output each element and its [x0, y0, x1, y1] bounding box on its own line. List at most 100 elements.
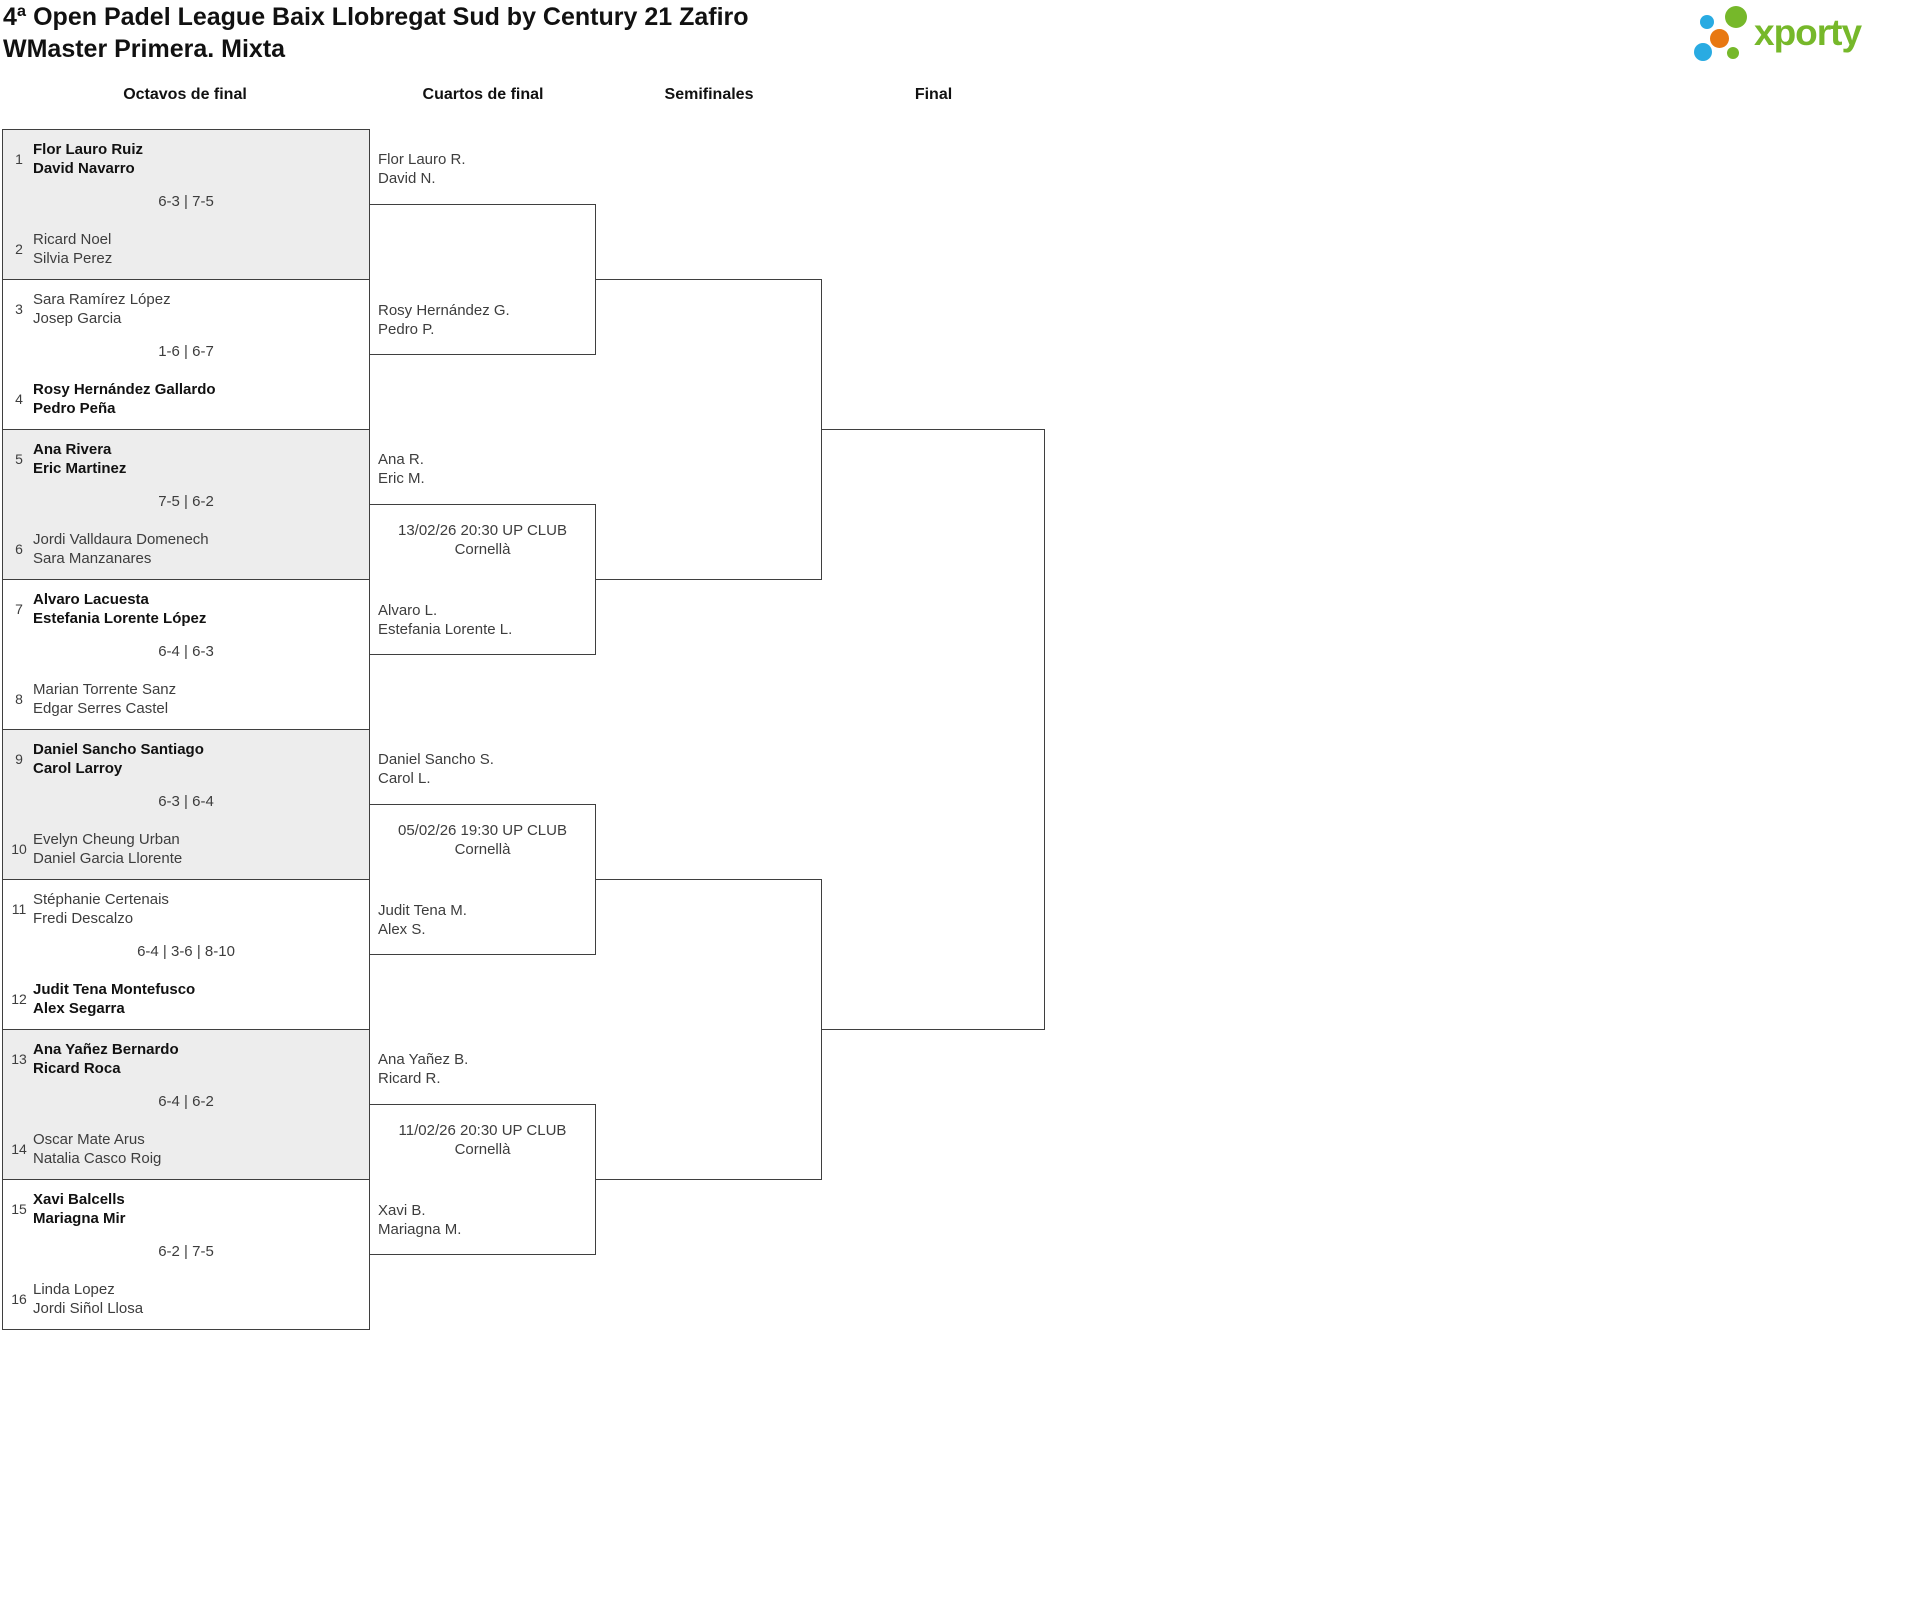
player-2-name: Natalia Casco Roig	[33, 1150, 162, 1167]
player-1-name: Daniel Sancho S.	[378, 751, 494, 768]
logo-dot-green-large	[1725, 6, 1747, 28]
match-score: 6-3 | 7-5	[158, 193, 214, 210]
xporty-logo[interactable]: xporty	[1690, 0, 1915, 70]
seed-number: 15	[11, 1201, 27, 1217]
cuartos-team-top: Ana Yañez B.Ricard R.	[378, 1050, 468, 1088]
player-2-name: David Navarro	[33, 160, 135, 177]
round-header-final: Final	[914, 86, 953, 103]
seed-number: 8	[15, 691, 23, 707]
logo-dot-blue-large	[1694, 43, 1712, 61]
seed-number: 2	[15, 241, 23, 257]
player-1-name: Alvaro Lacuesta	[33, 591, 149, 608]
player-1-name: Xavi B.	[378, 1202, 426, 1219]
player-2-name: Fredi Descalzo	[33, 910, 134, 927]
player-2-name: Ricard R.	[378, 1070, 441, 1087]
match-score: 7-5 | 6-2	[158, 493, 214, 510]
cuartos-team-top: Daniel Sancho S. Carol L.	[378, 750, 494, 788]
logo-wordmark: xporty	[1754, 12, 1862, 53]
cuartos-team-bottom: Xavi B.Mariagna M.	[378, 1201, 461, 1239]
seed-number: 16	[11, 1291, 27, 1307]
player-1-name: Xavi Balcells	[33, 1191, 125, 1208]
logo-dot-orange	[1710, 29, 1729, 48]
player-1-name: Oscar Mate Arus	[33, 1131, 145, 1148]
player-1-name: Jordi Valldaura Domenech	[33, 531, 209, 548]
player-1-name: Ricard Noel	[33, 231, 112, 248]
player-1-name: Ana R.	[378, 451, 424, 468]
player-1-name: Flor Lauro R.	[378, 151, 466, 168]
schedule-datetime-venue: 11/02/26 20:30 UP CLUB	[398, 1122, 567, 1139]
cuartos-team-top: Flor Lauro R.David N.	[378, 150, 466, 188]
player-1-name: Flor Lauro Ruiz	[33, 141, 143, 158]
schedule-city: Cornellà	[454, 541, 511, 558]
seed-number: 9	[15, 751, 23, 767]
cuartos-team-bottom: Judit Tena M.Alex S.	[378, 901, 467, 939]
player-2-name: Sara Manzanares	[33, 550, 152, 567]
page-title: 4ª Open Padel League Baix Llobregat Sud …	[3, 3, 749, 31]
player-2-name: Eric M.	[378, 470, 425, 487]
player-2-name: Pedro P.	[378, 321, 435, 338]
player-2-name: Mariagna Mir	[33, 1210, 126, 1227]
player-2-name: Daniel Garcia Llorente	[33, 850, 183, 867]
cuartos-team-bottom: Alvaro L.Estefania Lorente L.	[378, 601, 512, 639]
player-1-name: Sara Ramírez López	[33, 291, 171, 308]
logo-dot-blue-small	[1700, 15, 1714, 29]
player-2-name: Pedro Peña	[33, 400, 116, 417]
player-2-name: Carol L.	[378, 770, 431, 787]
page-subtitle: WMaster Primera. Mixta	[3, 35, 286, 63]
schedule-datetime-venue: 05/02/26 19:30 UP CLUB	[397, 822, 567, 839]
cuartos-team-top: Ana R. Eric M.	[378, 450, 425, 488]
player-2-name: Carol Larroy	[33, 760, 123, 777]
player-2-name: Jordi Siñol Llosa	[33, 1300, 144, 1317]
final-connector	[821, 429, 1045, 1030]
seed-number: 7	[15, 601, 23, 617]
player-1-name: Ana Rivera	[33, 441, 112, 458]
round-header-semifinales: Semifinales	[664, 86, 754, 103]
round-header-cuartos: Cuartos de final	[422, 86, 544, 103]
round-header-octavos: Octavos de final	[123, 86, 247, 103]
seed-number: 1	[15, 151, 23, 167]
player-2-name: Estefania Lorente López	[33, 610, 207, 627]
player-2-name: Alex Segarra	[33, 1000, 125, 1017]
player-2-name: Estefania Lorente L.	[378, 621, 513, 638]
seed-number: 12	[11, 991, 27, 1007]
player-1-name: Ana Yañez Bernardo	[33, 1041, 179, 1058]
seed-number: 3	[15, 301, 23, 317]
